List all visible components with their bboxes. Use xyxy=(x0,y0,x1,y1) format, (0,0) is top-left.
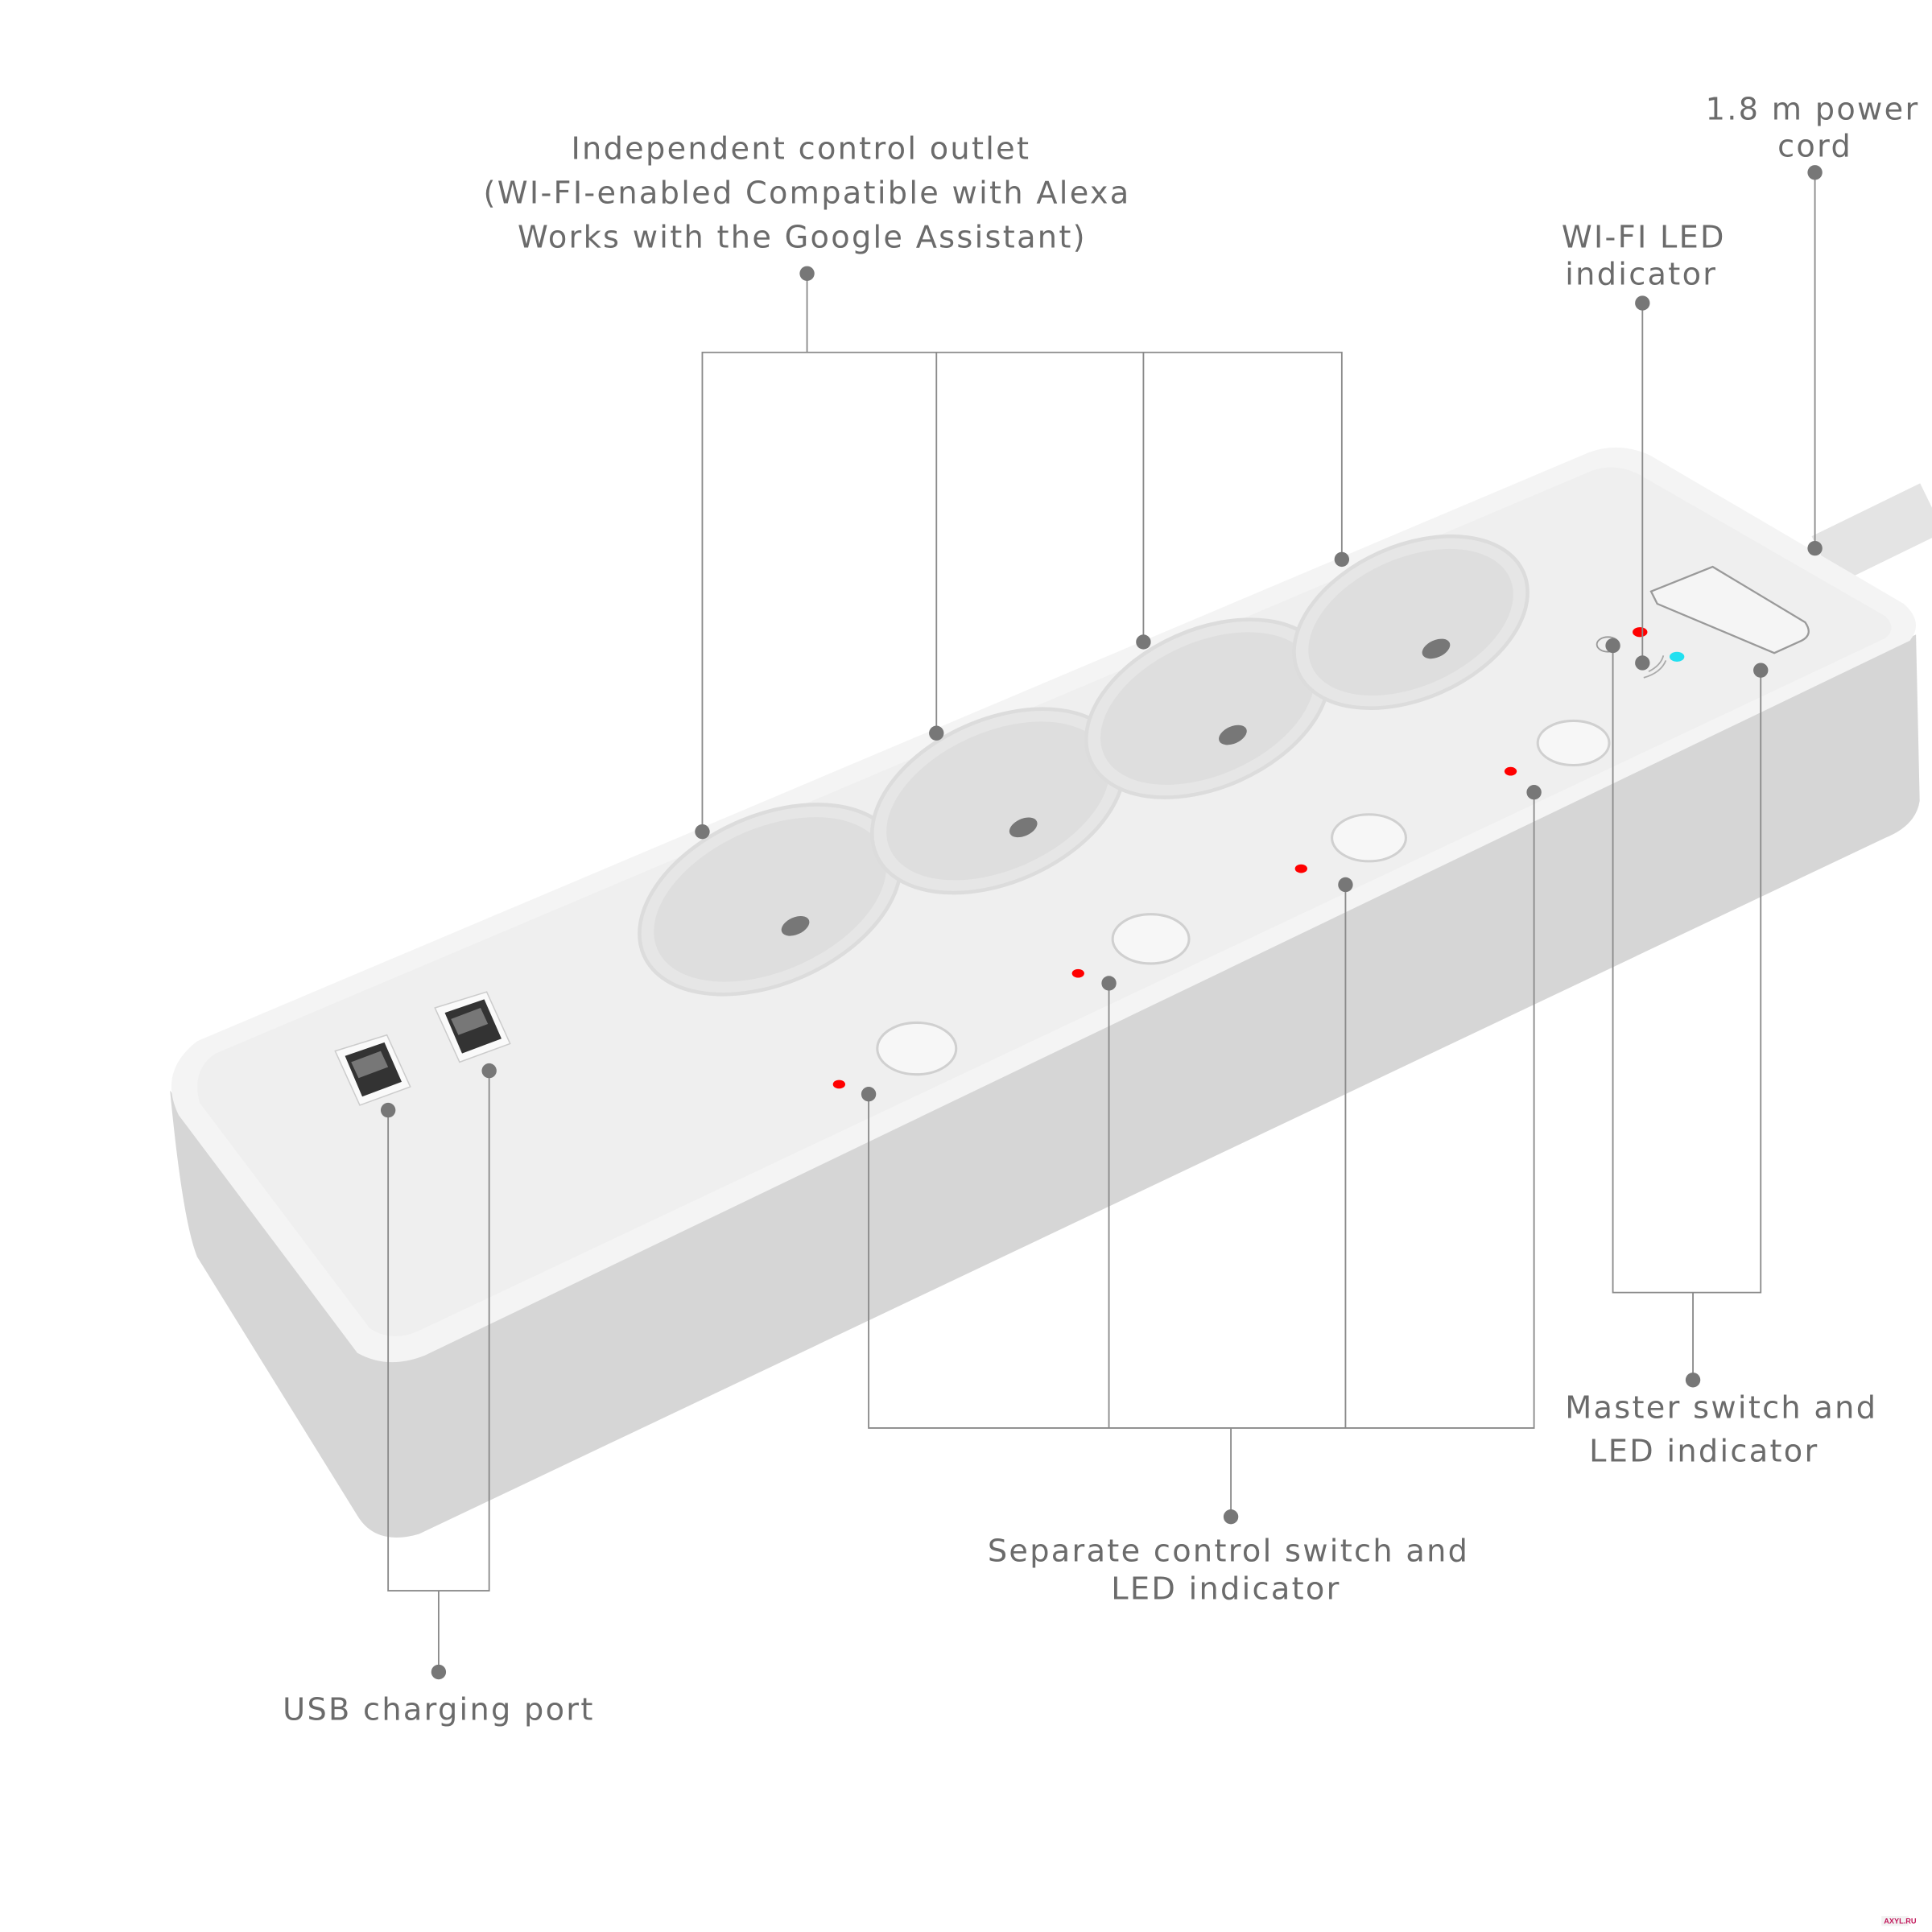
separate-switch-label-line-1: Separate control switch and xyxy=(988,1533,1469,1569)
callout-usb xyxy=(380,1063,497,1680)
outlet-4-led-icon xyxy=(1504,766,1517,776)
wifi-led-label-line-2: indicator xyxy=(1565,257,1717,293)
separate-switch-label-line-2: LED indicator xyxy=(1111,1571,1340,1608)
power-cord xyxy=(1811,483,1932,585)
outlet-2-led-icon xyxy=(1071,968,1084,978)
outlet-4-switch-button[interactable] xyxy=(1536,719,1611,767)
outlet-label-line-1: Independent control outlet xyxy=(571,130,1030,167)
callout-wifi-led xyxy=(1635,295,1650,671)
outlet-4 xyxy=(1292,534,1530,710)
power-cord-label-line-2: cord xyxy=(1777,128,1852,164)
master-switch-button[interactable] xyxy=(1649,565,1810,654)
outlet-3 xyxy=(1084,617,1331,799)
callout-outlet xyxy=(695,266,1350,840)
wifi-led-cyan-icon xyxy=(1669,651,1685,662)
wifi-led-red-icon xyxy=(1633,627,1648,638)
callout-master-switch xyxy=(1605,638,1769,1388)
master-switch-label-line-1: Master switch and xyxy=(1565,1390,1877,1426)
callout-separate-switch xyxy=(861,785,1542,1525)
wifi-led-label-line-1: WI-FI LED xyxy=(1562,220,1726,256)
wifi-signal-icon xyxy=(1643,655,1667,679)
usb-label: USB charging port xyxy=(283,1692,594,1728)
watermark: AXYL.RU xyxy=(1884,1917,1917,1925)
outlet-2 xyxy=(869,707,1126,895)
master-switch-label-line-2: LED indicator xyxy=(1589,1433,1818,1469)
callout-power-cord xyxy=(1807,165,1823,556)
outlet-label-line-3: Works with the Google Assistant) xyxy=(518,220,1087,256)
strip-top-inner xyxy=(197,467,1892,1337)
outlet-1-switch-button[interactable] xyxy=(876,1021,958,1076)
strip-side-face xyxy=(170,634,1920,1538)
watermark-bg xyxy=(1881,1916,1909,1926)
outlet-3-led-icon xyxy=(1294,864,1307,873)
outlet-1-led-icon xyxy=(832,1080,845,1089)
outlet-2-switch-button[interactable] xyxy=(1111,913,1191,965)
power-cord-label-line-1: 1.8 m power xyxy=(1706,91,1920,127)
outlet-3-switch-button[interactable] xyxy=(1331,813,1407,863)
usb-port-1 xyxy=(334,1034,411,1106)
usb-port-2 xyxy=(434,991,511,1063)
outlet-label-line-2: (WI-FI-enabled Compatible with Alexa xyxy=(484,175,1131,212)
